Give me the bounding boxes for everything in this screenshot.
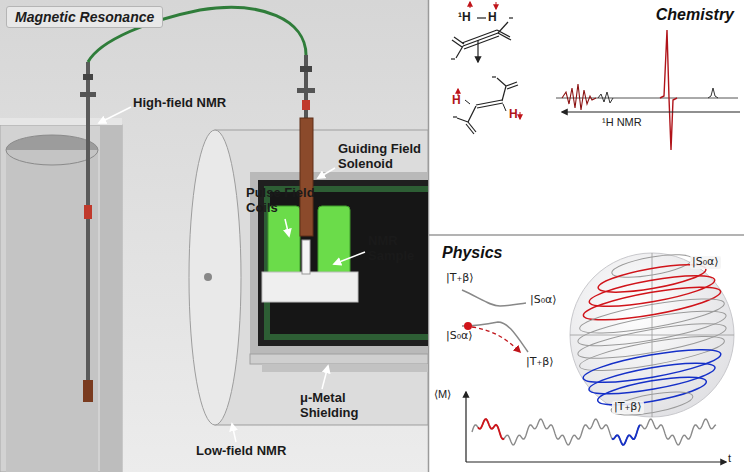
trajectory-loop bbox=[576, 317, 728, 366]
trajectory-loop bbox=[581, 343, 722, 389]
trajectory-loop bbox=[578, 330, 727, 378]
trajectory-loop bbox=[576, 304, 728, 353]
state-label: |S₀α⟩ bbox=[530, 294, 557, 307]
part-label: Pulse Field Coils bbox=[246, 186, 322, 216]
state-label: |T₊β⟩ bbox=[526, 356, 554, 369]
trajectory-loop bbox=[581, 280, 722, 326]
chemistry-panel: Chemistry bbox=[430, 0, 744, 234]
physics-panel: Physics bbox=[430, 236, 744, 472]
trajectory-loop bbox=[610, 387, 695, 419]
state-label: |T₊β⟩ bbox=[612, 401, 644, 414]
atom-label: ¹H bbox=[458, 11, 471, 25]
atom-label: H bbox=[509, 108, 518, 122]
trajectory-loop bbox=[578, 292, 726, 340]
part-label: Low-field NMR bbox=[196, 444, 286, 459]
part-label: NMR Sample bbox=[368, 234, 424, 264]
state-label: |S₀α⟩ bbox=[690, 256, 721, 269]
box-title: Magnetic Resonance bbox=[15, 9, 154, 25]
box-title: Physics bbox=[442, 244, 502, 262]
part-label: Guiding Field Solenoid bbox=[338, 142, 428, 172]
atom-label: H bbox=[488, 11, 497, 25]
axis-label: t bbox=[728, 452, 731, 465]
trajectory-loop bbox=[587, 269, 716, 312]
axis-label: ⟨M⟩ bbox=[434, 388, 451, 401]
part-label: μ-Metal Shielding bbox=[300, 391, 372, 421]
state-label: |T₊β⟩ bbox=[446, 272, 474, 285]
box-title: Chemistry bbox=[656, 6, 734, 24]
title-box: Magnetic Resonance bbox=[6, 6, 163, 28]
axis-label: ¹H NMR bbox=[602, 116, 642, 129]
atom-label: H bbox=[452, 94, 461, 108]
part-label: High-field NMR bbox=[133, 96, 226, 111]
state-label: |S₀α⟩ bbox=[446, 330, 473, 343]
